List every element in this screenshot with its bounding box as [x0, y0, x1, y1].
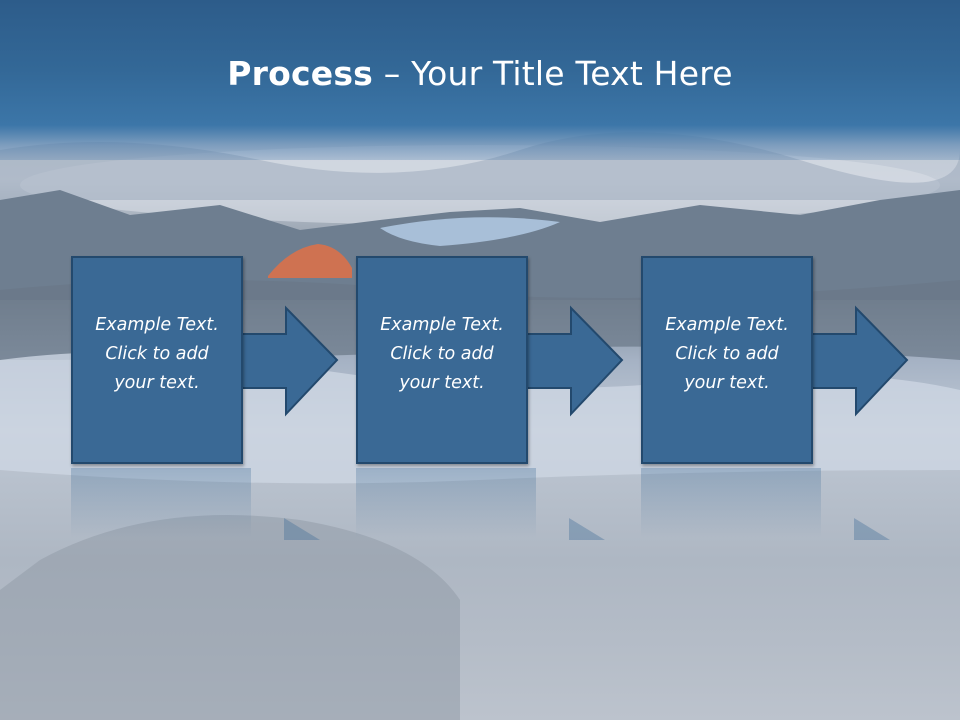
- step-box[interactable]: Example Text. Click to add your text.: [641, 256, 813, 464]
- step-text[interactable]: Example Text. Click to add your text.: [95, 314, 219, 393]
- title-bar: [0, 0, 960, 160]
- process-step-3[interactable]: Example Text. Click to add your text.: [641, 256, 911, 468]
- slide-title[interactable]: Process – Your Title Text Here: [0, 52, 960, 96]
- title-bold-part: Process: [227, 54, 374, 93]
- arrow-reflection: [569, 518, 605, 540]
- arrow-reflection: [284, 518, 320, 540]
- step-text[interactable]: Example Text. Click to add your text.: [380, 314, 504, 393]
- step-reflection: [71, 468, 251, 538]
- step-text[interactable]: Example Text. Click to add your text.: [665, 314, 789, 393]
- arrow-right-icon: [523, 305, 624, 417]
- step-box[interactable]: Example Text. Click to add your text.: [356, 256, 528, 464]
- arrow-right-icon: [238, 305, 339, 417]
- process-step-2[interactable]: Example Text. Click to add your text.: [356, 256, 626, 468]
- step-box[interactable]: Example Text. Click to add your text.: [71, 256, 243, 464]
- title-rest-part: – Your Title Text Here: [373, 54, 733, 93]
- arrow-right-icon: [808, 305, 909, 417]
- process-step-1[interactable]: Example Text. Click to add your text.: [71, 256, 341, 468]
- step-reflection: [356, 468, 536, 538]
- step-reflection: [641, 468, 821, 538]
- arrow-reflection: [854, 518, 890, 540]
